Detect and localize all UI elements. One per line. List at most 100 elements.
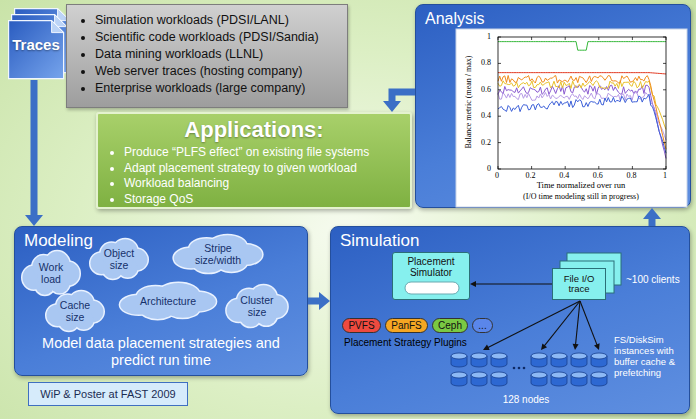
axis-title-holder: Balance metric (mean / max): [464, 56, 473, 149]
node-text: Architecture: [140, 295, 196, 307]
parameter-cloud: Object size: [88, 238, 150, 280]
tick-label: 0.6: [593, 171, 603, 180]
drawn-path: [498, 63, 666, 64]
trace-list-box: Simulation workloads (PDSI/LANL)Scientif…: [66, 4, 348, 108]
annotation-text: FS/DiskSim instances with buffer cache &…: [614, 334, 688, 378]
node-count: 128 nodes: [503, 394, 550, 406]
node-text: Model data placement strategies and pred…: [41, 335, 281, 369]
simulation-panel: SimulationPlacement SimulatorFile I/O tr…: [330, 226, 690, 414]
drawn-rect: [498, 37, 666, 169]
bullet-item: Scientific code workloads (PDSI/Sandia): [95, 29, 337, 46]
drawn-ellipse: [591, 372, 607, 378]
drawn-circle: [513, 367, 516, 370]
tick-label-holder: 0.2: [481, 137, 491, 146]
tick-label-holder: 1: [487, 32, 491, 41]
node-text: Modeling: [24, 231, 298, 251]
node-text: Cluster size: [235, 294, 279, 318]
drawn-ellipse: [571, 353, 587, 359]
bullet-item: Workload balancing: [124, 176, 400, 192]
drawn-rect: [405, 282, 459, 294]
axis-title: Balance metric (mean / max): [464, 56, 473, 149]
tick-label-holder: 0.6: [593, 171, 603, 180]
parameter-cloud: Stripe size/width: [170, 234, 266, 274]
tick-label: 0.8: [481, 58, 491, 67]
plugin-pill: ...: [472, 318, 493, 333]
trace-file-card: File I/O trace: [552, 268, 606, 300]
annotation-text-holder: FS/DiskSim instances with buffer cache &…: [614, 334, 688, 378]
group-caption: Placement Strategy Plugins: [344, 337, 467, 349]
axis-note-holder: (I/O time modeling still in progress): [523, 192, 639, 201]
drawn-polygon: [483, 345, 490, 350]
drawn-polygon: [594, 343, 600, 350]
node-text: Work load: [33, 261, 69, 285]
bullet-item: Produce “PLFS effect” on existing file s…: [124, 145, 400, 161]
drawn-path: [498, 81, 666, 130]
drawn-path: [498, 37, 499, 169]
drawn-circle: [523, 367, 526, 370]
drawn-rect: [456, 29, 687, 207]
drawn-polygon: [573, 344, 579, 350]
tick-label-holder: 0: [487, 164, 491, 173]
drawn-path: [498, 42, 666, 51]
connector-line: [31, 80, 38, 216]
arrow-head: [383, 101, 401, 112]
drawn-ellipse: [491, 353, 507, 359]
drawn-ellipse: [451, 372, 467, 378]
axis-title: Time normalized over run: [537, 181, 626, 190]
flow-arrow: [383, 92, 415, 112]
simulator-box: Placement Simulator: [392, 252, 470, 300]
bullet-item: Enterprise workloads (large company): [95, 80, 337, 97]
drawn-svg: [416, 5, 692, 209]
drawn-path: [498, 37, 666, 38]
plugin-pill: PanFS: [385, 318, 428, 333]
drawn-path: [576, 301, 580, 345]
connector-line: [308, 298, 320, 305]
node-text: PanFS: [391, 320, 422, 332]
drawn-ellipse: [531, 353, 547, 359]
tick-label: 0: [495, 171, 499, 180]
node-text: File I/O trace: [556, 274, 602, 295]
node-text: Simulation: [340, 231, 680, 251]
arrow-head: [319, 292, 330, 310]
node-text: Applications:: [108, 117, 400, 143]
client-count: ~100 clients: [626, 274, 680, 286]
flow-arrow: [643, 208, 661, 226]
tick-label: 0.2: [526, 171, 536, 180]
drawn-ellipse: [531, 372, 547, 378]
drawn-path: [487, 301, 580, 348]
parameter-cloud: Work load: [20, 250, 82, 296]
tick-label: 0.6: [481, 84, 491, 93]
tick-label-holder: 0.4: [481, 111, 491, 120]
modeling-panel: ModelingModel data placement strategies …: [14, 226, 308, 376]
node-text: PVFS: [348, 320, 374, 332]
drawn-ellipse: [451, 353, 467, 359]
tick-label: 0.2: [481, 137, 491, 146]
tick-label-holder: 0.6: [481, 84, 491, 93]
drawn-ellipse: [551, 372, 567, 378]
node-text: Placement Simulator: [400, 256, 462, 278]
document-stack-icon: Traces: [8, 6, 70, 80]
parameter-cloud: Architecture: [116, 282, 220, 320]
drawn-path: [498, 75, 666, 149]
tick-label-holder: 0.2: [526, 171, 536, 180]
drawn-path: [498, 142, 666, 143]
note-box: WiP & Poster at FAST 2009: [28, 382, 188, 406]
parameter-cloud: Cache size: [44, 290, 106, 332]
bullet-list: Produce “PLFS effect” on existing file s…: [108, 145, 400, 207]
bullet-item: Storage QoS: [124, 192, 400, 208]
drawn-ellipse: [491, 372, 507, 378]
tick-label: 0.4: [559, 171, 569, 180]
axis-title-holder: Time normalized over run: [537, 181, 626, 190]
node-text: Traces: [12, 36, 60, 80]
drawn-path: [598, 37, 599, 169]
applications-box: Applications: Produce “PLFS effect” on ex…: [96, 112, 412, 209]
parameter-cloud: Cluster size: [224, 284, 290, 328]
drawn-path: [498, 85, 666, 158]
bullet-item: Web server traces (hosting company): [95, 63, 337, 80]
drawn-path: [498, 94, 666, 153]
node-text: Object size: [99, 247, 139, 271]
drawn-path: [498, 116, 666, 117]
drawn-path: [498, 169, 666, 170]
drawn-path: [544, 301, 580, 346]
